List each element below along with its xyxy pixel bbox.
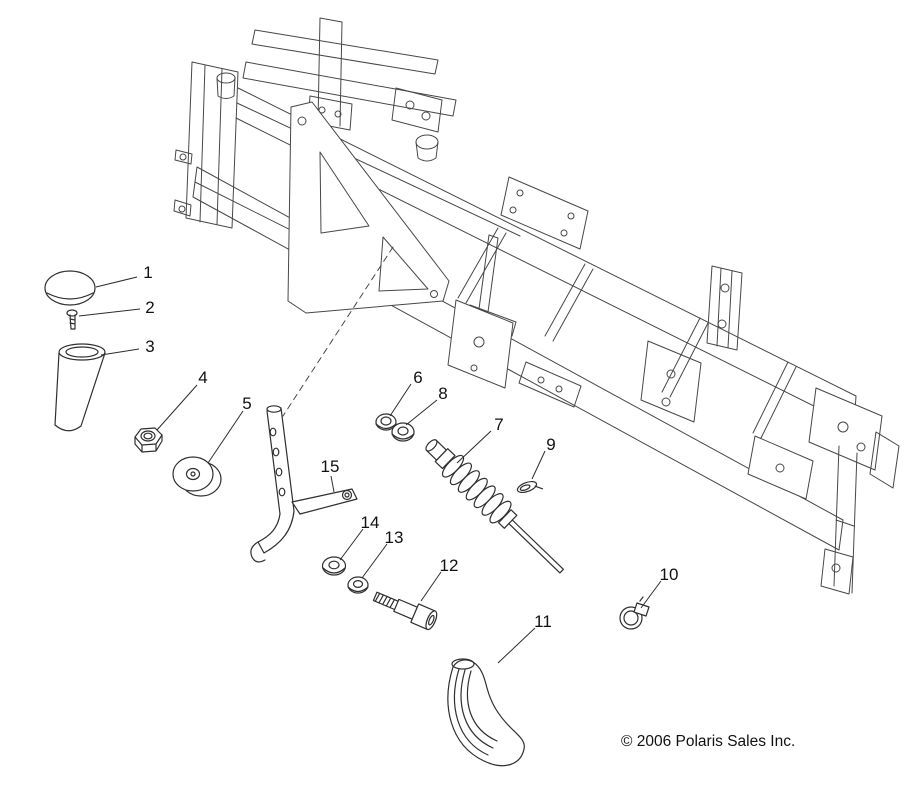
part-4-hex-nut [134, 427, 163, 453]
callout-8: 8 [438, 384, 447, 403]
part-2-screw [66, 309, 78, 330]
callout-1: 1 [143, 263, 152, 282]
part-11-boot [447, 658, 525, 767]
callout-15: 15 [321, 457, 340, 476]
parts-group [44, 270, 650, 767]
part-6-nut [375, 413, 397, 431]
callout-3: 3 [145, 337, 154, 356]
callout-12: 12 [440, 556, 459, 575]
callout-4: 4 [198, 368, 207, 387]
part-10-clamp [619, 596, 650, 630]
callout-9: 9 [546, 435, 555, 454]
part-5-roller [172, 456, 222, 497]
part-12-bolt [372, 591, 438, 631]
callout-5: 5 [242, 394, 251, 413]
copyright-text: © 2006 Polaris Sales Inc. [621, 733, 796, 750]
callout-10: 10 [660, 565, 679, 584]
part-9-clip [516, 480, 544, 494]
callout-2: 2 [145, 298, 154, 317]
callout-6: 6 [413, 368, 422, 387]
part-8-washer [391, 422, 415, 442]
part-3-boot-cone [54, 343, 106, 432]
part-7-spring-shaft [425, 439, 564, 574]
callout-14: 14 [361, 513, 380, 532]
callout-7: 7 [494, 415, 503, 434]
part-14-washer [321, 556, 347, 576]
part-1-cap [44, 270, 96, 306]
callout-13: 13 [385, 528, 404, 547]
frame-assembly [174, 18, 899, 594]
part-15-lever-assembly [250, 405, 358, 563]
part-13-washer [347, 576, 369, 594]
callout-11: 11 [534, 612, 552, 631]
leader-lines [78, 276, 662, 664]
